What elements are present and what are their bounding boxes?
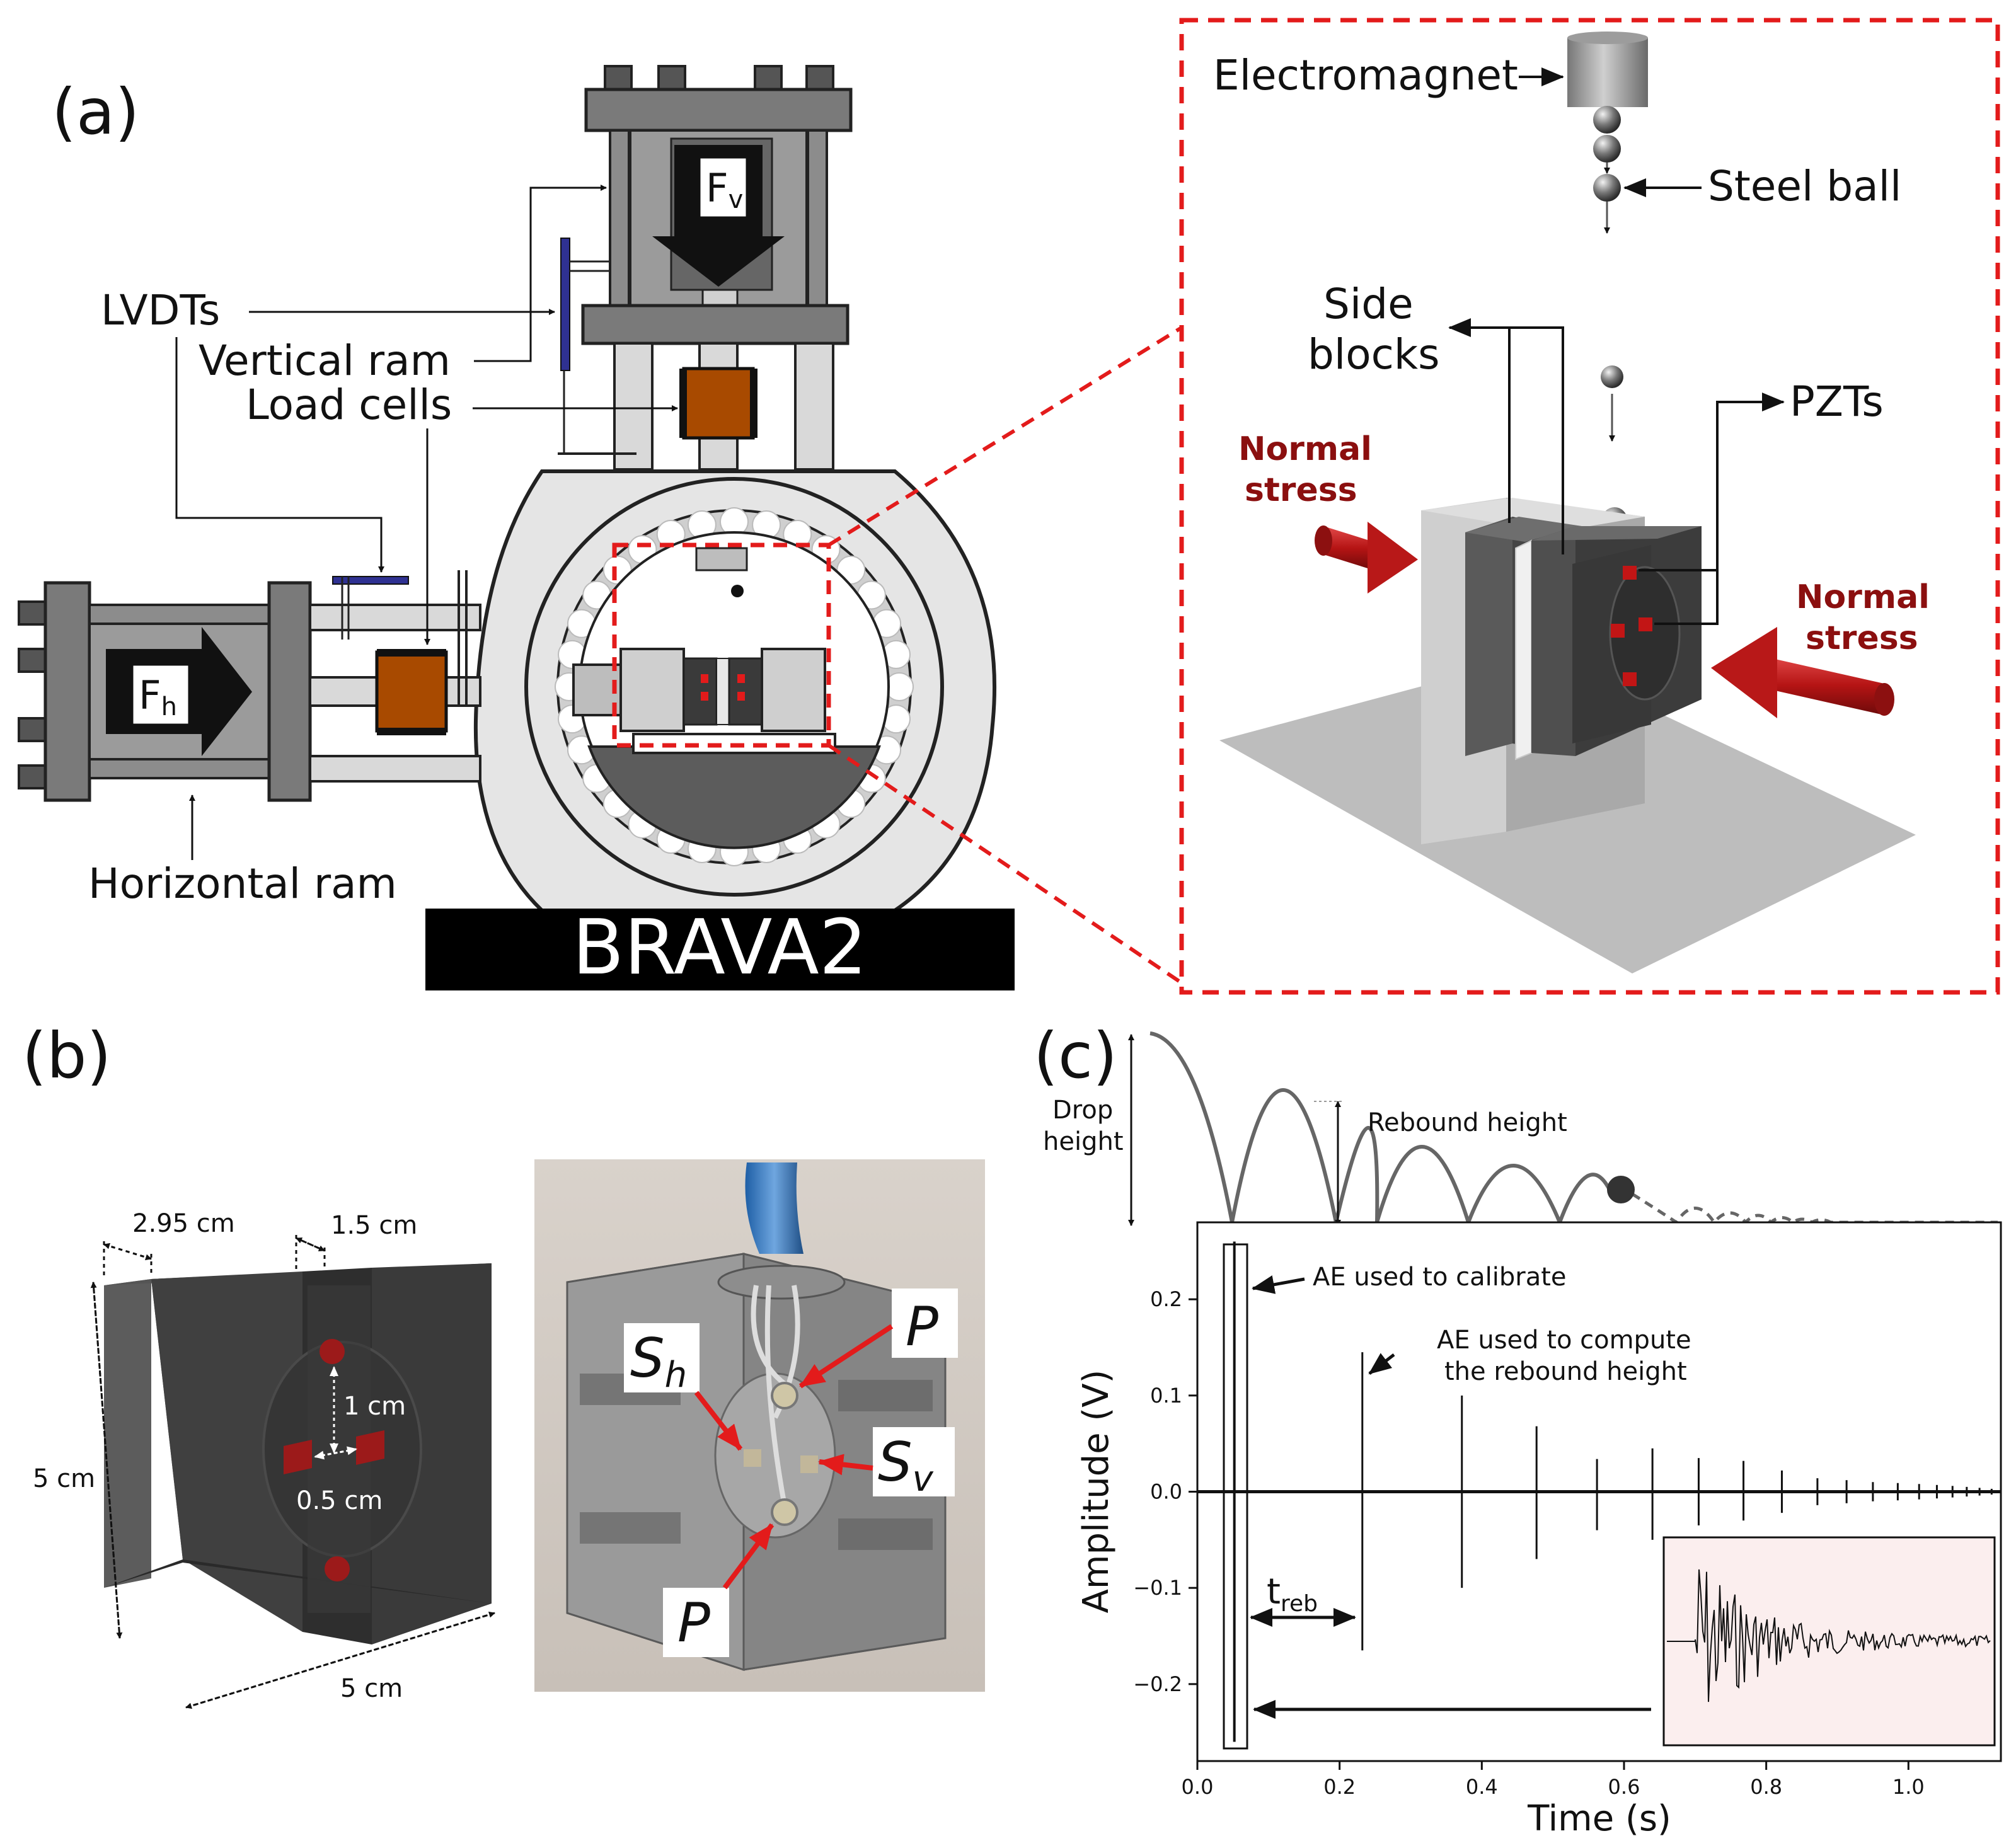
y-tick-label: −0.2 [1133, 1672, 1182, 1696]
falling-ball [1601, 365, 1623, 388]
horizontal-force-label: Fh [139, 672, 177, 721]
x-tick-label: 0.6 [1608, 1775, 1640, 1799]
pzt-right [1639, 617, 1652, 631]
x-tick-label: 0.2 [1323, 1775, 1356, 1799]
y-tick-label: 0.2 [1150, 1287, 1182, 1311]
bounce-path-dashed [1631, 1192, 1998, 1225]
double-direct-shear-sample [1219, 498, 1916, 973]
dim-base-width: 5 cm [340, 1674, 403, 1703]
machine-name: BRAVA2 [572, 904, 867, 992]
vertical-lvdt [560, 238, 570, 371]
y-axis-label: Amplitude (V) [1076, 1370, 1117, 1614]
sensor-dot-bottom [325, 1556, 350, 1581]
photo-cable [745, 1162, 804, 1254]
x-tick-label: 0.8 [1750, 1775, 1782, 1799]
sensor-square-left [284, 1440, 312, 1474]
label-ae-calibrate: AE used to calibrate [1313, 1263, 1567, 1292]
bounce-ball [1607, 1176, 1635, 1203]
vertical-ram: Fv [558, 65, 853, 471]
photo-label-sv: Sv [878, 1431, 934, 1500]
label-normal-stress-right-2: stress [1806, 619, 1918, 657]
panel-b-label: (b) [22, 1019, 112, 1093]
label-electromagnet: Electromagnet [1213, 51, 1518, 100]
horizontal-lvdt [332, 576, 409, 585]
sample-block-render: 2.95 cm 1.5 cm 5 cm 5 cm 1 cm 0.5 cm [33, 1209, 495, 1709]
dim-groove-width: 1.5 cm [331, 1211, 417, 1240]
steel-ball-3 [1593, 174, 1621, 202]
panel-c-label: (c) [1034, 1019, 1117, 1093]
horizontal-ram: Fh [18, 570, 481, 802]
dim-sensor-horizontal: 0.5 cm [296, 1486, 383, 1515]
panel-c: (c) Drop height Rebound height 0.0 0.2 0.4… [1034, 1019, 2002, 1839]
bounce-trajectory: Drop height Rebound height [1043, 1031, 1998, 1229]
photo-label-p-bottom: P [677, 1592, 710, 1655]
label-rebound-height: Rebound height [1368, 1108, 1567, 1137]
normal-stress-arrow-left [1315, 522, 1418, 594]
steel-ball-2 [1593, 135, 1621, 163]
label-normal-stress-right-1: Normal [1796, 578, 1930, 616]
steel-ball-1 [1593, 106, 1621, 134]
drop-mechanism [1567, 32, 1648, 532]
ae-marks [1197, 1241, 2001, 1742]
machine-base [425, 909, 1015, 990]
label-side-blocks-line1: Side [1323, 280, 1414, 328]
normal-stress-arrow-right [1711, 627, 1894, 718]
label-steel-ball: Steel ball [1708, 162, 1901, 210]
pzt-bottom [1623, 672, 1637, 686]
electromagnet [1567, 38, 1648, 107]
photo-label-p-top: P [906, 1295, 938, 1358]
vertical-load-cell [682, 367, 755, 440]
dim-sensor-vertical: 1 cm [343, 1392, 406, 1421]
x-axis-label: Time (s) [1527, 1798, 1671, 1839]
label-load-cells: Load cells [246, 381, 452, 429]
label-normal-stress-left-1: Normal [1238, 430, 1372, 468]
y-tick-label: −0.1 [1133, 1576, 1182, 1600]
panel-a: (a) Fv [18, 18, 2000, 995]
label-lvdts: LVDTs [101, 286, 220, 335]
label-vertical-ram: Vertical ram [199, 336, 451, 385]
vertical-force-label: Fv [706, 165, 743, 214]
y-tick-label: 0.1 [1150, 1384, 1182, 1408]
label-normal-stress-left-2: stress [1245, 471, 1357, 509]
label-ae-compute-1: AE used to compute [1437, 1326, 1691, 1355]
label-horizontal-ram: Horizontal ram [88, 859, 397, 908]
horizontal-load-cell [375, 650, 448, 733]
panel-b: (b) 2.95 cm 1.5 cm [22, 1019, 985, 1709]
y-axis-ticks: −0.2 −0.1 0.0 0.1 0.2 [1133, 1287, 1197, 1696]
zoom-box [612, 542, 831, 748]
dim-width-top: 2.95 cm [132, 1209, 235, 1238]
label-drop-height-1: Drop [1052, 1096, 1113, 1125]
x-axis-ticks: 0.0 0.2 0.4 0.6 0.8 1.0 [1182, 1761, 1925, 1799]
label-pzts: PZTs [1790, 377, 1884, 426]
pzt-top [1623, 566, 1637, 580]
dim-height: 5 cm [33, 1464, 95, 1493]
sensor-dot-top [320, 1339, 345, 1364]
y-tick-label: 0.0 [1150, 1480, 1182, 1504]
calibration-box [1223, 1243, 1248, 1750]
x-tick-label: 0.4 [1466, 1775, 1498, 1799]
photo-label-sh: Sh [630, 1327, 687, 1396]
label-t-reb: treb [1267, 1571, 1318, 1617]
sample-photo: Sh P Sv P [534, 1159, 985, 1692]
label-side-blocks-line2: blocks [1308, 330, 1440, 379]
pressure-vessel [473, 469, 997, 912]
label-ae-compute-2: the rebound height [1444, 1357, 1687, 1386]
x-tick-label: 0.0 [1182, 1775, 1214, 1799]
panel-a-label: (a) [52, 75, 139, 149]
ae-chart: 0.0 0.2 0.4 0.6 0.8 1.0 −0.2 −0.1 0.0 0.1 0.2 Tim… [1076, 1221, 2002, 1839]
inset-waveform [1667, 1569, 1991, 1702]
label-drop-height-2: height [1043, 1127, 1124, 1156]
zoom-panel [1179, 18, 2000, 995]
sensor-square-right [356, 1430, 384, 1465]
pzt-left [1611, 624, 1625, 638]
x-tick-label: 1.0 [1892, 1775, 1925, 1799]
